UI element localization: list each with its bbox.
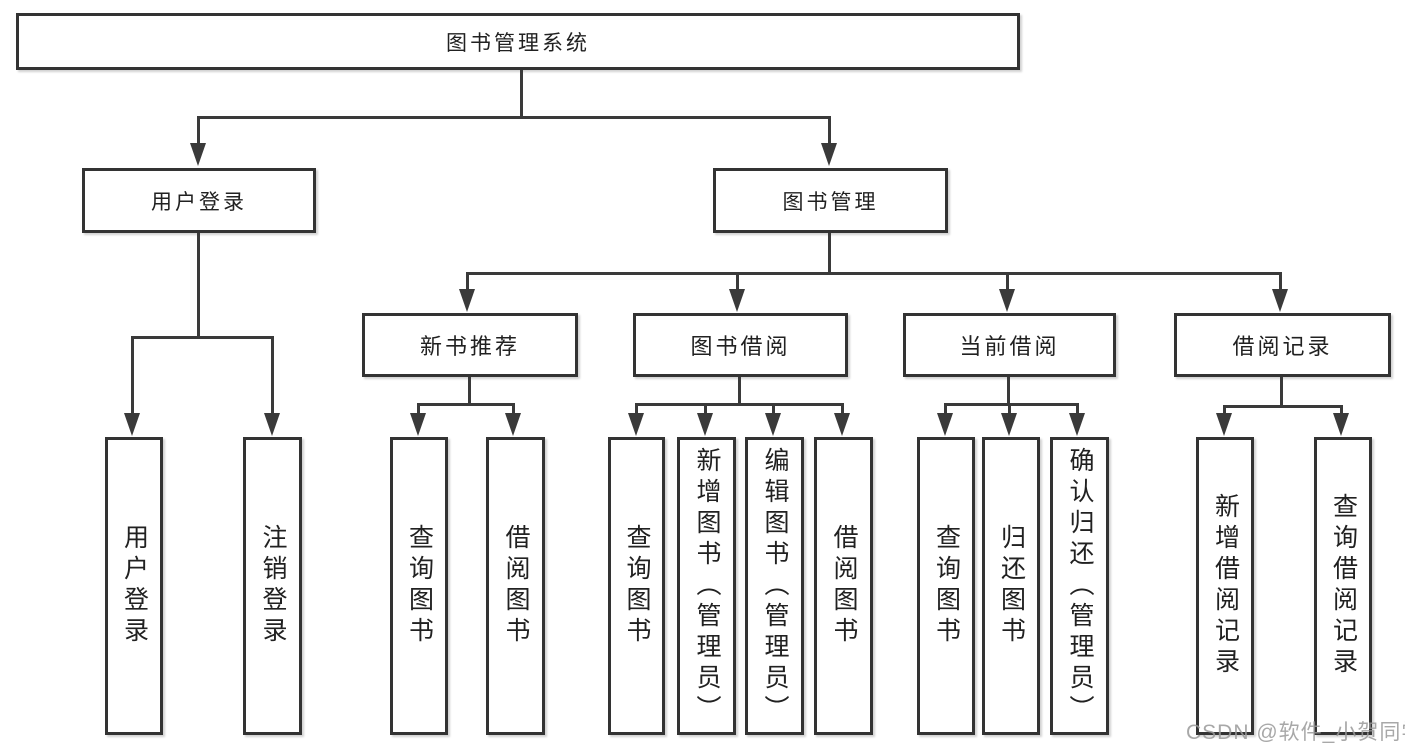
node-label: 借阅图书 (830, 524, 858, 648)
connector-drop (944, 403, 947, 413)
node-label: 新书推荐 (419, 334, 520, 359)
node-label: 图书借阅 (690, 334, 791, 359)
arrowhead-down-icon (505, 413, 521, 436)
connector-drop (1340, 405, 1343, 413)
connector-rail (944, 403, 1079, 406)
node-leaf-query-book-1: 查询图书 (390, 437, 448, 735)
connector-drop (736, 272, 739, 289)
connector-stem (468, 377, 471, 403)
connector-drop (271, 336, 274, 413)
arrowhead-down-icon (834, 413, 850, 436)
connector-drop (635, 403, 638, 413)
arrowhead-down-icon (628, 413, 644, 436)
node-label: 查询图书 (623, 524, 651, 648)
connector-drop (417, 403, 420, 413)
node-borrow-record: 借阅记录 (1174, 313, 1391, 377)
csdn-watermark: CSDN @软件_小贺同学 (1186, 721, 1405, 744)
arrowhead-down-icon (410, 413, 426, 436)
arrowhead-down-icon (697, 413, 713, 436)
connector-drop (1006, 272, 1009, 289)
node-leaf-query-book-3: 查询图书 (917, 437, 975, 735)
arrowhead-down-icon (1001, 413, 1017, 436)
node-label: 编辑图书（管理员） (761, 446, 789, 726)
node-user-login-label: 用户登录 (151, 190, 247, 214)
connector-mgmt-stem (828, 233, 831, 272)
node-root-label: 图书管理系统 (446, 31, 590, 55)
connector-drop (131, 336, 134, 413)
node-leaf-borrow-book-1: 借阅图书 (486, 437, 545, 735)
arrowhead-down-icon (124, 413, 140, 436)
node-label: 新增借阅记录 (1211, 493, 1240, 679)
connector-drop (1223, 405, 1226, 413)
node-label: 借阅图书 (502, 524, 530, 648)
arrowhead-down-icon (1216, 413, 1232, 436)
node-current-borrow: 当前借阅 (903, 313, 1116, 377)
connector-drop (466, 272, 469, 289)
connector-rail (417, 403, 515, 406)
arrowhead-down-icon (1272, 289, 1288, 312)
node-book-mgmt-label: 图书管理 (782, 190, 879, 214)
node-label: 注销登录 (259, 524, 287, 648)
connector-drop (1008, 403, 1011, 413)
node-label: 查询借阅记录 (1329, 493, 1358, 679)
node-root: 图书管理系统 (16, 13, 1020, 70)
node-label: 确认归还（管理员） (1066, 446, 1094, 726)
connector-drop-mgmt (828, 116, 831, 144)
connector-drop (1279, 272, 1282, 289)
node-book-borrow: 图书借阅 (633, 313, 848, 377)
connector-drop (1076, 403, 1079, 413)
connector-stem (738, 377, 741, 403)
node-book-mgmt: 图书管理 (713, 168, 948, 233)
arrowhead-down-icon (459, 289, 475, 312)
node-leaf-add-borrow-record: 新增借阅记录 (1196, 437, 1254, 735)
node-leaf-query-borrow-record: 查询借阅记录 (1314, 437, 1372, 735)
connector-drop (512, 403, 515, 413)
arrowhead-down-icon (190, 143, 206, 166)
arrowhead-down-icon (821, 143, 837, 166)
connector-rail (635, 403, 844, 406)
node-label: 查询图书 (405, 524, 434, 648)
node-label: 归还图书 (997, 524, 1026, 648)
node-leaf-edit-book-admin: 编辑图书（管理员） (745, 437, 804, 735)
connector-stem (1280, 377, 1283, 405)
connector-mgmt-rail (466, 272, 1282, 275)
arrowhead-down-icon (1069, 413, 1085, 436)
arrowhead-down-icon (264, 413, 280, 436)
node-leaf-borrow-book-2: 借阅图书 (814, 437, 873, 735)
connector-root-rail (197, 116, 831, 119)
connector-stem (1007, 377, 1010, 403)
arrowhead-down-icon (729, 289, 745, 312)
connector-root-stem (520, 70, 523, 116)
arrowhead-down-icon (937, 413, 953, 436)
arrowhead-down-icon (765, 413, 781, 436)
connector-drop (772, 403, 775, 413)
connector-drop (841, 403, 844, 413)
connector-drop-login (197, 116, 200, 144)
arrowhead-down-icon (1333, 413, 1349, 436)
node-leaf-return-book: 归还图书 (982, 437, 1040, 735)
node-leaf-user-login: 用户登录 (105, 437, 163, 735)
node-new-book-recommend: 新书推荐 (362, 313, 578, 377)
node-leaf-logout: 注销登录 (243, 437, 302, 735)
node-leaf-query-book-2: 查询图书 (608, 437, 665, 735)
node-leaf-add-book-admin: 新增图书（管理员） (677, 437, 736, 735)
node-leaf-confirm-return-admin: 确认归还（管理员） (1050, 437, 1109, 735)
node-user-login: 用户登录 (82, 168, 316, 233)
arrowhead-down-icon (999, 289, 1015, 312)
connector-drop (704, 403, 707, 413)
node-label: 当前借阅 (959, 334, 1060, 359)
node-label: 新增图书（管理员） (693, 446, 721, 726)
connector-login-rail (131, 336, 274, 339)
node-label: 借阅记录 (1232, 334, 1333, 359)
node-label: 用户登录 (120, 524, 149, 648)
node-label: 查询图书 (932, 524, 961, 648)
connector-rail (1223, 405, 1343, 408)
connector-login-stem (197, 233, 200, 336)
